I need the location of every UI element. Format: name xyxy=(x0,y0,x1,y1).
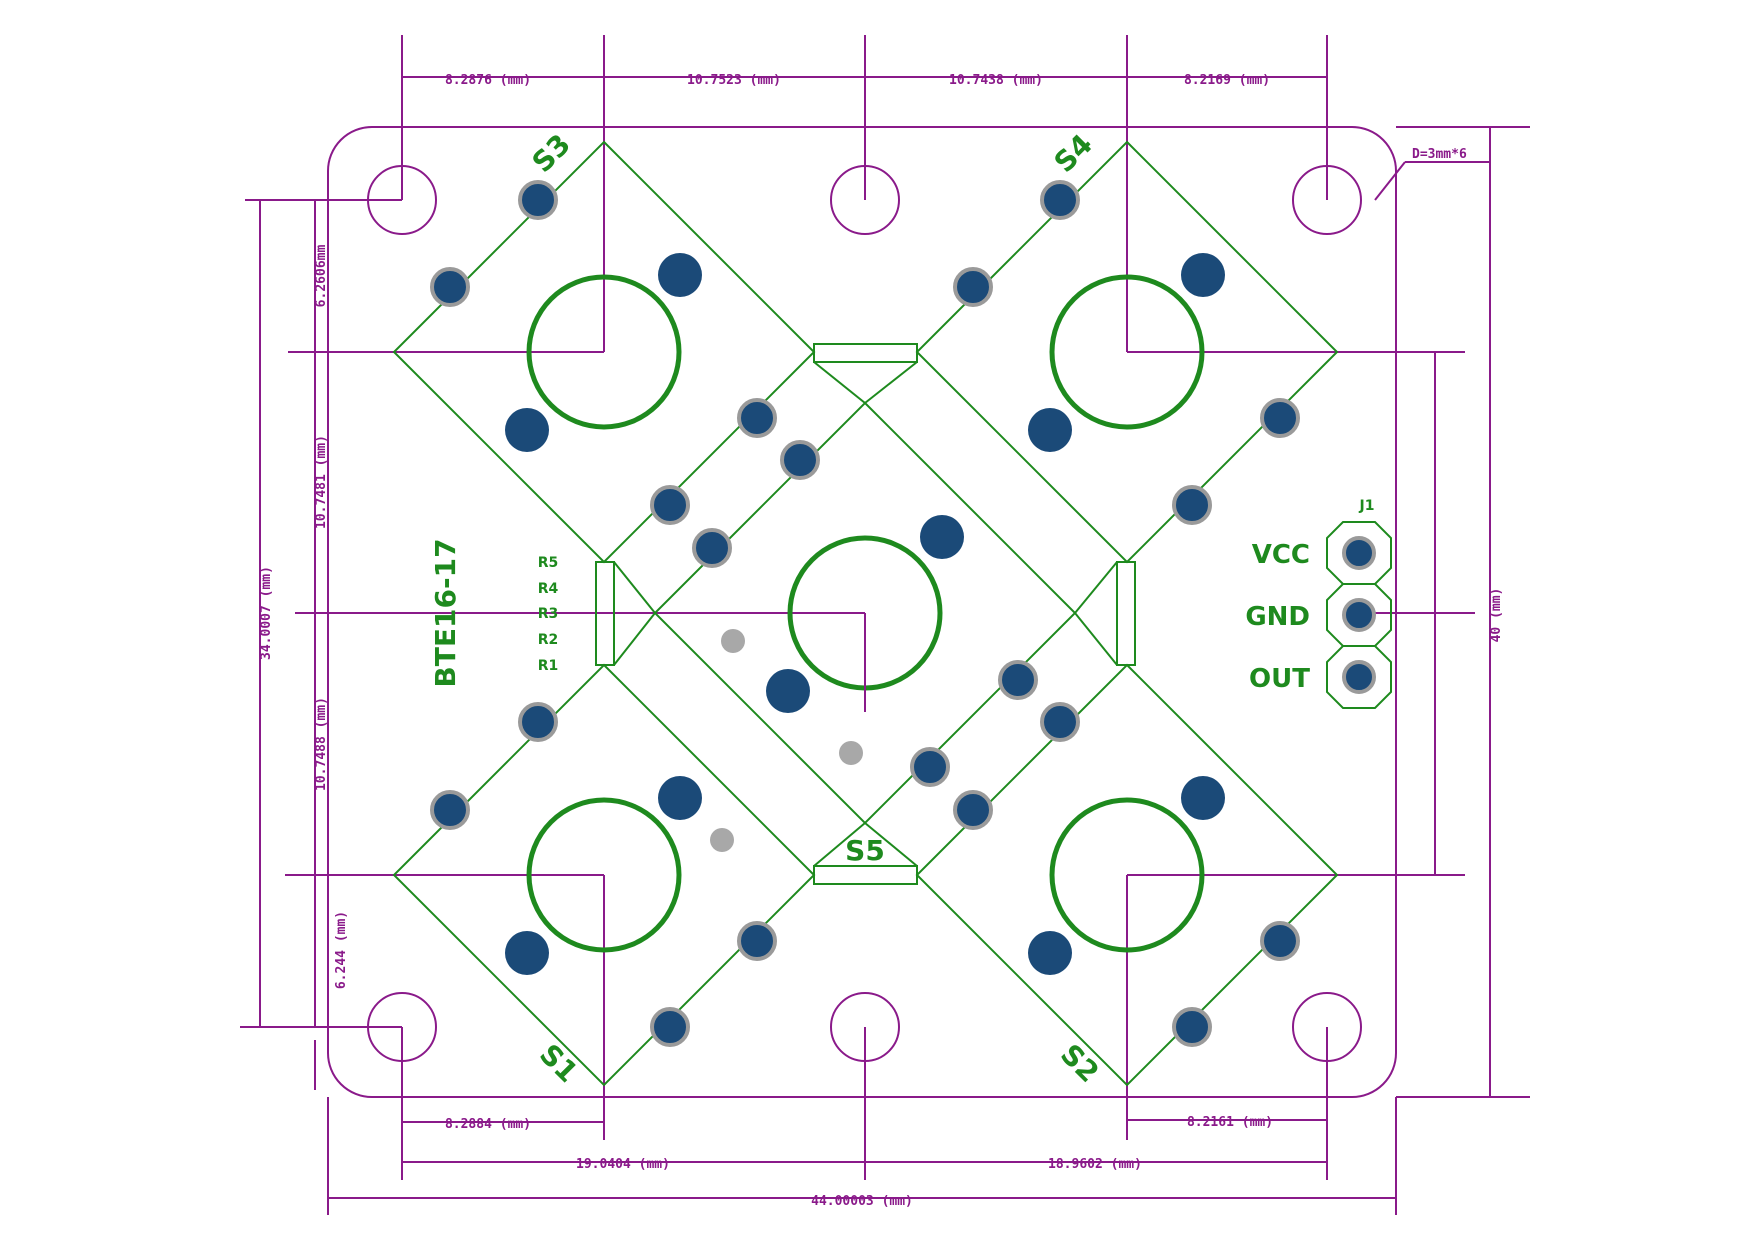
dim-top-4: 8.2169 (mm) xyxy=(1184,73,1270,88)
dim-left-top: 6.2606mm xyxy=(314,245,329,308)
dim-bottom-mid-left: 19.0404 (mm) xyxy=(576,1157,670,1172)
switch-label-s3: S3 xyxy=(526,128,577,179)
pads xyxy=(430,180,1300,1047)
bottom-extension-lines xyxy=(327,875,1397,1215)
dim-top-2: 10.7523 (mm) xyxy=(687,73,781,88)
left-extension-lines xyxy=(240,199,865,1090)
dim-total-width: 44.00003 (mm) xyxy=(811,1194,913,1209)
switch-label-s1: S1 xyxy=(533,1038,584,1089)
connector-ref: J1 xyxy=(1359,498,1375,514)
resistor-label-r2: R2 xyxy=(538,632,559,648)
hole-note-leader xyxy=(1374,161,1406,201)
dim-bottom-right: 8.2161 (mm) xyxy=(1187,1115,1273,1130)
switch-label-s4: S4 xyxy=(1048,128,1099,179)
top-extension-lines xyxy=(401,35,1328,352)
switch-label-s5: S5 xyxy=(845,834,885,867)
vias xyxy=(710,629,863,852)
connector-pin-gnd: GND xyxy=(1245,602,1310,632)
dim-right-total: 40 (mm) xyxy=(1489,588,1504,643)
resistor-label-r4: R4 xyxy=(538,581,559,597)
resistor-label-r5: R5 xyxy=(538,555,559,571)
dim-left-bottom: 6.244 (mm) xyxy=(334,911,349,989)
dim-left-mid2: 10.7488 (mm) xyxy=(314,697,329,791)
dim-bottom-mid-right: 18.9602 (mm) xyxy=(1048,1157,1142,1172)
switch-rings xyxy=(526,274,1205,953)
dim-bottom-left: 8.2884 (mm) xyxy=(445,1117,531,1132)
dim-top-3: 10.7438 (mm) xyxy=(949,73,1043,88)
right-extension-lines xyxy=(1127,126,1530,1098)
resistor-label-r1: R1 xyxy=(538,658,559,674)
switch-pads xyxy=(505,253,1225,975)
resistor-label-r3: R3 xyxy=(538,606,559,622)
connector-j1 xyxy=(1326,521,1392,709)
connector-pin-out: OUT xyxy=(1249,664,1310,694)
dim-left-mid1: 10.7481 (mm) xyxy=(314,435,329,529)
hole-diameter-note: D=3mm*6 xyxy=(1412,147,1467,162)
connector-pin-vcc: VCC xyxy=(1252,540,1310,570)
dim-top-1: 8.2876 (mm) xyxy=(445,73,531,88)
switch-label-s2: S2 xyxy=(1054,1038,1105,1089)
board-label: BTE16-17 xyxy=(429,538,462,687)
dim-left-total: 34.0007 (mm) xyxy=(259,566,274,660)
